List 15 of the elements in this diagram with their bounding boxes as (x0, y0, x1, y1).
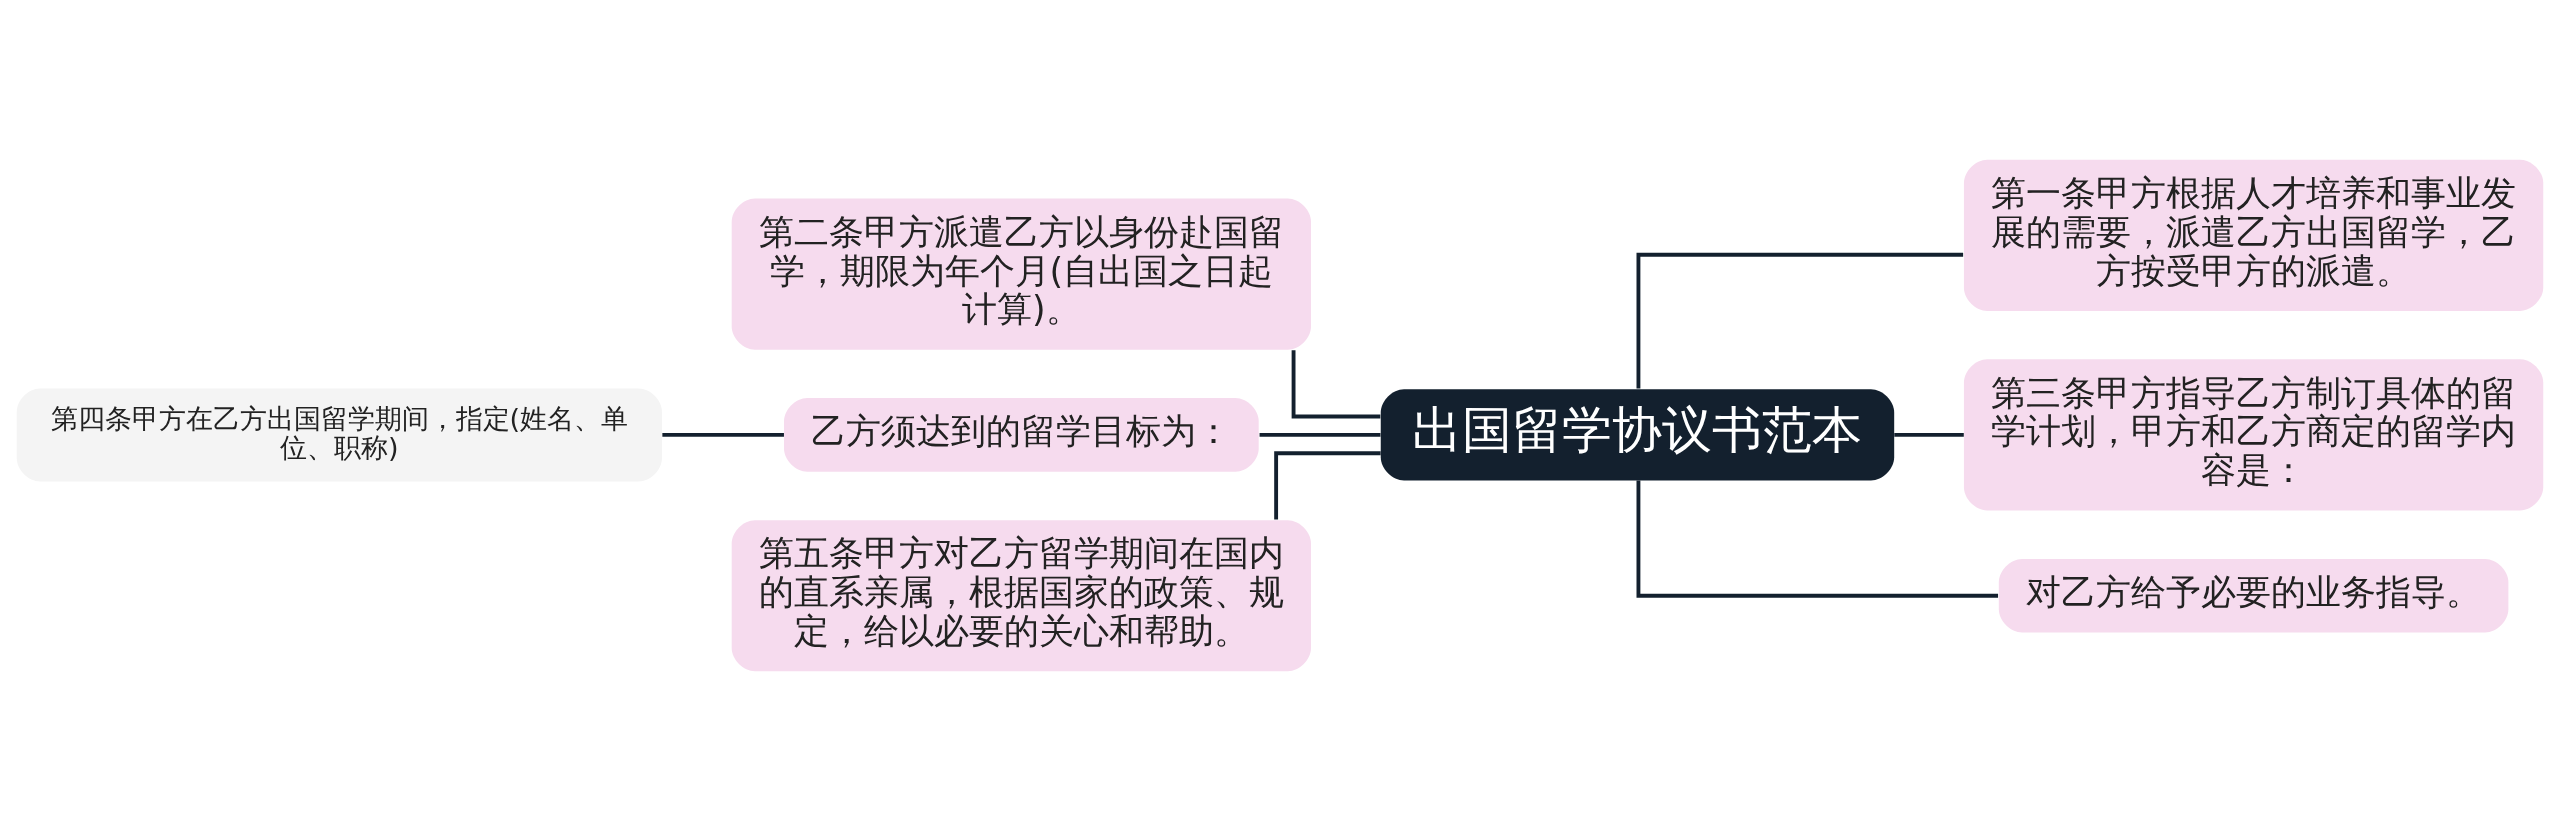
node-box: 第一条甲方根据人才培养和事业发展的需要，派遣乙方出国留学，乙方按受甲方的派遣。 (1963, 159, 2544, 311)
connector (1636, 252, 1964, 389)
connector (662, 432, 784, 437)
node-box: 乙方须达到的留学目标为： (784, 398, 1259, 472)
node-box: 第三条甲方指导乙方制订具体的留学计划，甲方和乙方商定的留学内容是： (1963, 359, 2544, 511)
node-box: 第四条甲方在乙方出国留学期间，指定(姓名、单位、职称) (16, 388, 662, 482)
connector (1259, 432, 1381, 437)
node-box: 对乙方给予必要的业务指导。 (1998, 558, 2509, 633)
node-box: 第五条甲方对乙方留学期间在国内的直系亲属，根据国家的政策、规定，给以必要的关心和帮助。 (731, 520, 1311, 672)
connector (1274, 451, 1381, 520)
connector (1291, 350, 1381, 419)
node-box: 第二条甲方派遣乙方以身份赴国留学，期限为年个月(自出国之日起计算)。 (731, 198, 1311, 350)
connector (1894, 432, 1964, 437)
connector (1636, 480, 1999, 598)
node-box: 出国留学协议书范本 (1380, 389, 1895, 481)
